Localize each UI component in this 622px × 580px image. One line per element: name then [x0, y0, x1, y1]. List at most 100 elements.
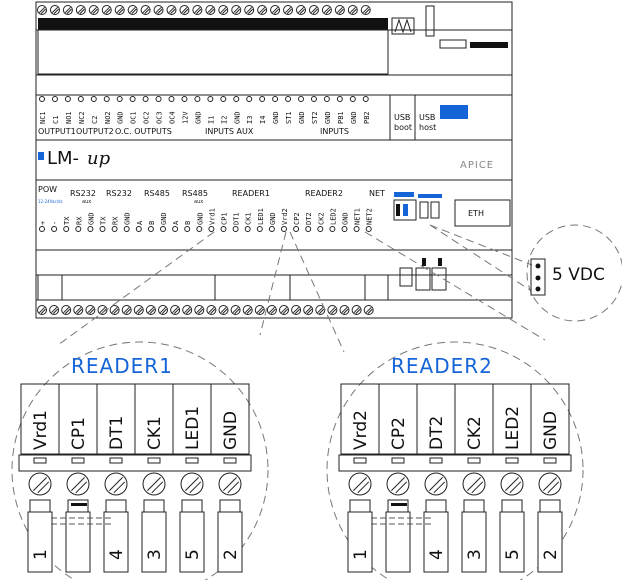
product-logo: LM- up APICE [38, 148, 494, 171]
bottom-terminal-label: GND [196, 212, 204, 225]
logo-text: LM- [47, 148, 79, 169]
aux-tag-1: aux [82, 199, 91, 205]
top-terminal-label: ST1 [285, 111, 293, 124]
top-terminal-label: NC1 [39, 111, 47, 124]
group-inputs: INPUTS [320, 127, 349, 136]
bottom-terminal-label: LED2 [329, 208, 337, 225]
bottom-terminal-label: GND [342, 212, 350, 225]
wire-number: 3 [145, 549, 165, 560]
zoom-pin-label: CK2 [465, 416, 485, 450]
usb-host-line2: host [419, 123, 436, 132]
group-net: NET [369, 189, 385, 198]
top-terminal-label: I1 [207, 116, 215, 124]
zoom-title: READER2 [391, 354, 493, 378]
zoom-pin-label: DT1 [107, 416, 127, 450]
wire-number: 5 [183, 549, 203, 560]
bottom-terminal-label: + [39, 221, 47, 225]
top-terminal-label: ST2 [311, 111, 319, 124]
zoom-pin-label: Vrd1 [31, 410, 51, 450]
top-terminal-label: GND [194, 111, 202, 124]
jumper-label: 5 VDC [552, 265, 605, 285]
bottom-terminal-label: CK2 [317, 212, 325, 225]
wire-number: 5 [503, 549, 523, 560]
usb-boot-line2: boot [394, 123, 412, 132]
bottom-terminal-label: A [172, 220, 180, 225]
bottom-group-labels: POW 12-24Vac/dc RS232 aux RS232 RS485 RS… [38, 185, 511, 227]
top-terminal-label: PB1 [337, 111, 345, 124]
jumper-zoom: 5 VDC [429, 224, 622, 322]
group-output1: OUTPUT1 [38, 127, 76, 136]
top-terminal-label: PB2 [363, 111, 371, 124]
group-pow: POW [38, 185, 57, 194]
bottom-terminal-label: NET1 [354, 208, 362, 225]
lower-connector-blocks [37, 258, 447, 301]
zoom-pin-label: Vrd2 [351, 410, 371, 450]
logo-italic: up [87, 148, 111, 169]
top-terminal-label: OC2 [143, 111, 151, 124]
bottom-terminal-label: RX [75, 216, 83, 225]
group-rs232: RS232 [106, 189, 132, 198]
bottom-terminal-label: GND [124, 212, 132, 225]
top-terminal-label: OC4 [169, 111, 177, 124]
bottom-terminal-label: Vrd2 [281, 208, 289, 225]
brand-logo: APICE [460, 160, 494, 171]
bottom-terminal-label: CP2 [293, 212, 301, 225]
group-rs485-aux: RS485 [182, 189, 208, 198]
zoom-pin-label: LED1 [183, 406, 203, 450]
wire-number: 1 [31, 549, 51, 560]
zoom-title: READER1 [71, 354, 173, 378]
wire-number: 3 [465, 549, 485, 560]
group-rs232-aux: RS232 [70, 189, 96, 198]
wire-number: 2 [221, 549, 241, 560]
bottom-terminal-label: DT1 [233, 212, 241, 225]
top-terminal-label: OC1 [130, 111, 138, 124]
top-terminal-label: NO1 [65, 111, 73, 124]
bottom-terminal-screws [37, 305, 374, 315]
reader-zooms [11, 231, 584, 580]
group-oc-outputs: O.C. OUTPUTS [115, 127, 172, 136]
wire-number: 4 [427, 549, 447, 560]
top-terminal-label: GND [233, 111, 241, 124]
wire-number: 2 [541, 549, 561, 560]
bottom-terminal-label: B [184, 221, 192, 225]
top-connector-strip [37, 18, 389, 75]
bottom-terminal-label: GND [269, 212, 277, 225]
top-terminal-label: GND [298, 111, 306, 124]
bottom-terminal-label: Vrd1 [208, 208, 216, 225]
bottom-terminal-label: DT2 [305, 212, 313, 225]
wire-number: 1 [351, 549, 371, 560]
top-terminal-label: GND [272, 111, 280, 124]
usb-host-line1: USB [419, 113, 435, 122]
bottom-terminal-label: RX [112, 216, 120, 225]
top-terminal-label: GND [117, 111, 125, 124]
top-terminal-screws [37, 5, 371, 15]
zoom-pin-label: CP2 [389, 417, 409, 450]
top-terminal-label: GND [324, 111, 332, 124]
bottom-terminal-label: - [51, 221, 59, 225]
top-terminal-label: I3 [246, 116, 254, 124]
top-terminal-label: GND [350, 111, 358, 124]
top-terminal-label: NC2 [78, 111, 86, 124]
zoom-pin-label: GND [541, 411, 561, 450]
bottom-terminal-label: TX [63, 216, 71, 225]
bottom-terminal-label: NET2 [366, 208, 374, 225]
group-output2: OUTPUT2 [76, 127, 114, 136]
wire-number: 4 [107, 549, 127, 560]
top-group-labels: OUTPUT1 OUTPUT2 O.C. OUTPUTS INPUTS AUX … [38, 105, 468, 136]
zoom-pin-label: GND [221, 411, 241, 450]
dip-switch [391, 5, 508, 49]
bottom-terminal-label: LED1 [257, 208, 265, 225]
group-eth: ETH [468, 209, 484, 218]
zoom-pin-label: CK1 [145, 416, 165, 450]
bottom-terminal-label: TX [100, 216, 108, 225]
bottom-terminal-label: GND [87, 212, 95, 225]
bottom-terminal-label: CP1 [221, 212, 229, 225]
usb-boot-line1: USB [394, 113, 410, 122]
group-inputs-aux: INPUTS AUX [205, 127, 254, 136]
top-terminal-label: C1 [52, 116, 60, 124]
group-rs485: RS485 [144, 189, 170, 198]
group-reader2: READER2 [305, 189, 343, 198]
